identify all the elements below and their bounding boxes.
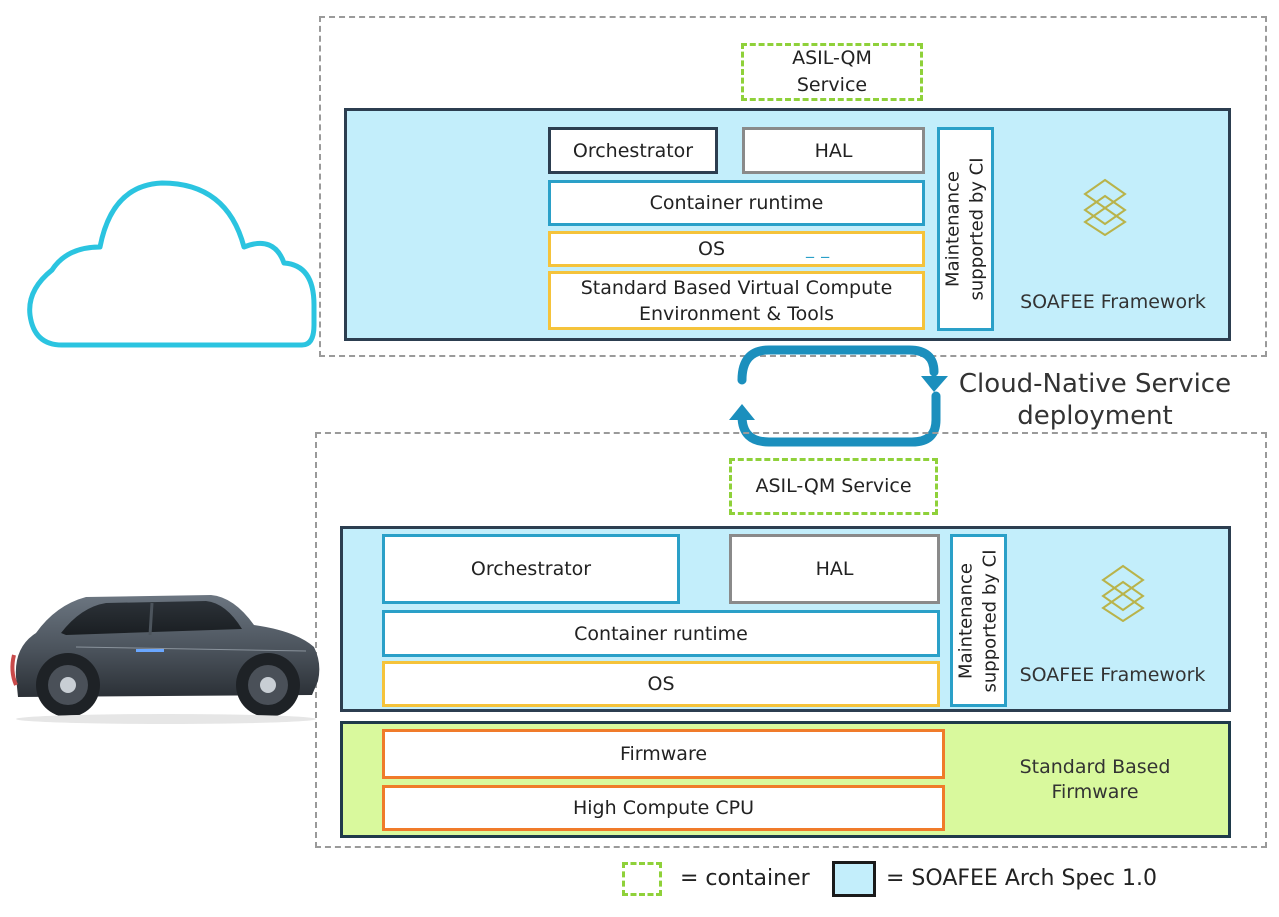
vehicle-container-runtime-label: Container runtime (574, 622, 748, 645)
firmware-label: Firmware (619, 743, 708, 765)
legend-container-label: = container (680, 866, 810, 891)
deployment-line1: Cloud-Native Service (958, 369, 1232, 399)
vehicle-os-label: OS (647, 673, 675, 695)
cloud-container-runtime-layer: Container runtime (548, 180, 925, 226)
standard-firmware-label: Standard Based Firmware (990, 755, 1200, 805)
vehicle-os-layer: OS (382, 661, 940, 707)
firmware-layer: Firmware (382, 729, 945, 779)
os-label: OS (697, 238, 725, 260)
cloud-virtual-compute-layer: Standard Based Virtual Compute Environme… (548, 271, 925, 330)
legend-spec-label: = SOAFEE Arch Spec 1.0 (886, 866, 1158, 891)
std-fw-line1: Standard Based (1019, 756, 1171, 778)
vehicle-soafee-logo-icon (1101, 564, 1145, 622)
vehicle-maintenance-label: Maintenance supported by CI (955, 549, 1003, 692)
vehicle-framework-label: SOAFEE Framework (1019, 664, 1206, 686)
vehicle-hal-layer: HAL (729, 534, 940, 604)
cpu-label: High Compute CPU (572, 797, 755, 819)
vehicle-hal-label: HAL (815, 558, 854, 580)
std-fw-line2: Firmware (1051, 781, 1139, 803)
os-marker: _ _ (806, 239, 831, 258)
compute-label-line1: Standard Based Virtual Compute (580, 276, 893, 299)
vehicle-maintenance-line1: Maintenance (955, 562, 977, 679)
compute-label-line2: Environment & Tools (638, 302, 835, 325)
vehicle-deployment-group (315, 432, 1267, 848)
deployment-line2: deployment (1017, 401, 1173, 431)
cycle-arrow-icon (729, 345, 948, 447)
cloud-maintenance-ci-box: Maintenance supported by CI (937, 127, 994, 331)
car-image (10, 595, 320, 724)
vehicle-maintenance-ci-box: Maintenance supported by CI (950, 534, 1007, 707)
cloud-asil-qm-service-container: ASIL-QM Service (741, 43, 923, 101)
maintenance-line2: supported by CI (966, 157, 988, 301)
service-label-line2: Service (796, 74, 868, 96)
maintenance-label: Maintenance supported by CI (942, 157, 990, 300)
vehicle-service-label: ASIL-QM Service (755, 475, 912, 497)
soafee-logo-icon (1083, 178, 1127, 236)
cpu-layer: High Compute CPU (382, 785, 945, 831)
orchestrator-label: Orchestrator (572, 139, 694, 162)
vehicle-container-runtime-layer: Container runtime (382, 610, 940, 657)
deployment-label: Cloud-Native Service deployment (955, 368, 1235, 432)
vehicle-maintenance-line2: supported by CI (979, 548, 1001, 693)
cloud-orchestrator-layer: Orchestrator (548, 127, 718, 174)
legend-container-swatch (622, 862, 662, 896)
container-runtime-label: Container runtime (649, 192, 824, 214)
hal-label: HAL (814, 139, 853, 162)
cloud-os-layer: OS _ _ (548, 231, 925, 267)
vehicle-orchestrator-label: Orchestrator (470, 558, 592, 580)
vehicle-asil-qm-service-container: ASIL-QM Service (729, 458, 938, 515)
cloud-icon (27, 180, 317, 348)
cloud-deployment-group (319, 16, 1267, 357)
maintenance-line1: Maintenance (942, 171, 964, 287)
vehicle-orchestrator-layer: Orchestrator (382, 534, 680, 604)
cloud-framework-label: SOAFEE Framework (1020, 291, 1206, 313)
legend-spec-swatch (832, 861, 876, 897)
cloud-hal-layer: HAL (742, 127, 925, 174)
service-label-line1: ASIL-QM (792, 47, 872, 69)
